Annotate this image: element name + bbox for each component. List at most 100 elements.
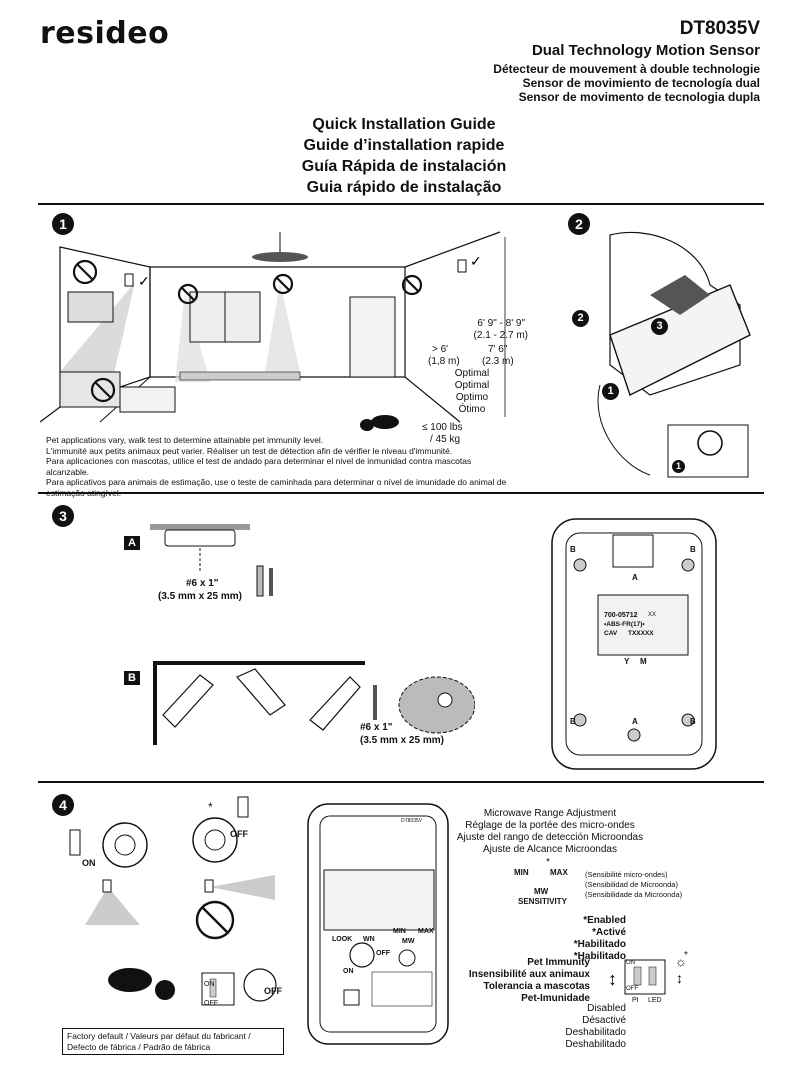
svg-text:✓: ✓ [470, 253, 482, 269]
svg-text:↕: ↕ [608, 969, 617, 989]
screw-a-size: #6 x 1" [186, 578, 219, 589]
board-xx: XX [648, 612, 657, 618]
board-txx: TXXXXX [628, 630, 654, 637]
disabled-es: Deshabilitado [565, 1027, 626, 1038]
section-divider-2 [38, 492, 764, 494]
look-star: * [208, 800, 213, 814]
led-icon: ☼ [675, 954, 687, 969]
pet-switch-illustration [108, 968, 277, 1006]
pet-weight: ≤ 100 lbs [422, 422, 463, 433]
pcb-label-a1: A [632, 573, 638, 582]
step-4-badge: 4 [52, 794, 74, 816]
mw-title-en: Microwave Range Adjustment [483, 808, 617, 819]
board-off-label: OFF [376, 950, 390, 957]
factory-default-line2: Defecto de fábrica / Padrão de fábrica [67, 1041, 211, 1052]
screw-a-mm: (3.5 mm x 25 mm) [158, 591, 242, 602]
pet-notes: Pet applications vary, walk test to dete… [46, 435, 516, 498]
board-material: •ABS-FR(17)• [604, 621, 645, 628]
optimal-pt: Ótimo [458, 404, 486, 415]
screw-b-size: #6 x 1" [360, 722, 393, 733]
pcb-label-a2: A [632, 717, 638, 726]
mw-sens-langs: (Sensibilité micro-ondes) (Sensibilidad … [585, 870, 682, 900]
pcb-label-b3: B [570, 717, 576, 726]
mw-sens-pt: (Sensibilidade da Microonda) [585, 890, 683, 899]
pcb-label-b2: B [690, 545, 696, 554]
corner-mount-illustration [153, 661, 475, 745]
disabled-en: Disabled [587, 1003, 626, 1014]
dip-on-label: ON [626, 960, 635, 966]
pcb-label-b4: B [690, 717, 696, 726]
guide-titles: Quick Installation Guide Guide d’install… [0, 114, 808, 198]
mw-title-pt: Ajuste de Alcance Microondas [483, 844, 617, 855]
pet-immunity-es: Tolerancia a mascotas [483, 981, 590, 992]
brand-logo: resideo [40, 16, 170, 51]
section-divider-1 [38, 203, 764, 205]
model-number: DT8035V [679, 18, 760, 39]
optimal-labels: Optimal Optimal Optimo Ótimo [452, 368, 492, 416]
enabled-labels: *Enabled *Activé *Habilitado *Habilitado [530, 915, 626, 963]
look-off-label: OFF [230, 829, 248, 839]
sensor-board-illustration [307, 803, 449, 1045]
step-2-badge: 2 [568, 213, 590, 235]
pet-off-label: OFF [264, 986, 282, 996]
board-code: 700-05712 [604, 612, 638, 619]
pet-note-en: Pet applications vary, walk test to dete… [46, 435, 324, 445]
height-min: > 6' [432, 344, 449, 355]
guide-title-en: Quick Installation Guide [312, 116, 496, 133]
mount-label-a: A [124, 536, 140, 550]
mount-label-b: B [124, 671, 140, 685]
disabled-pt: Deshabilitado [565, 1039, 626, 1050]
pet-immunity-fr: Insensibilité aux animaux [468, 969, 590, 980]
guide-title-pt: Guia rápido de instalação [306, 179, 502, 196]
mw-title-es: Ajuste del rango de detección Microondas [456, 832, 644, 843]
product-name-en: Dual Technology Motion Sensor [531, 42, 760, 59]
pet-note-es: Para aplicaciones con mascotas, utilice … [46, 456, 472, 477]
cover-removal-illustration [597, 231, 751, 478]
pet-note-pt: Para aplicativos para animais de estimaç… [46, 477, 507, 487]
callout-1b: 1 [672, 460, 685, 473]
mw-sens-fr: (Sensibilité micro-ondes) [585, 870, 668, 879]
look-on-label: ON [82, 858, 96, 868]
pcb-label-b1: B [570, 545, 576, 554]
guide-title-fr: Guide d’installation rapide [303, 137, 505, 154]
flat-mount-illustration [150, 524, 273, 597]
mw-range-title: Microwave Range Adjustment Réglage de la… [440, 808, 660, 856]
look-down-illustration [69, 796, 275, 940]
board-wn-label: WN [363, 936, 375, 943]
optimal-en: Optimal [454, 368, 490, 379]
dip-led-label: LED [648, 997, 662, 1004]
pet-immunity-labels: Pet Immunity Insensibilité aux animaux T… [440, 957, 590, 1005]
mw-sens-es: (Sensibilidad de Microonda) [585, 880, 678, 889]
mw-sens-label2: SENSITIVITY [518, 897, 567, 906]
optimal-fr: Optimal [454, 380, 490, 391]
mw-max-label: MAX [550, 868, 568, 877]
optimal-es: Optimo [455, 392, 489, 403]
height-min-m: (1,8 m) [428, 356, 460, 367]
section-divider-3 [38, 781, 764, 783]
product-name-es: Sensor de movimiento de tecnología dual [522, 76, 760, 90]
height-range: 6' 9" - 8' 9" [477, 318, 525, 329]
enabled-en: *Enabled [583, 915, 626, 926]
step-3-badge: 3 [52, 505, 74, 527]
board-look-label: LOOK [332, 936, 353, 943]
room-illustration: ✓ ✓ [40, 231, 506, 431]
dip-pi-label: PI [632, 997, 639, 1004]
board-mw-label: MW [402, 938, 415, 945]
svg-text:↕: ↕ [676, 970, 683, 986]
board-cav: CAV [604, 630, 618, 637]
board-max-label: MAX [418, 928, 434, 935]
callout-3: 3 [651, 318, 668, 335]
optimal-height-m: (2.3 m) [482, 356, 514, 367]
step-1-badge: 1 [52, 213, 74, 235]
pet-note-fr: L'immunité aux petits animaux peut varie… [46, 445, 453, 456]
callout-2: 2 [572, 310, 589, 327]
guide-title-es: Guía Rápida de instalación [301, 158, 507, 175]
mw-min-label: MIN [514, 868, 529, 877]
pet-weight-kg: / 45 kg [430, 434, 461, 445]
enabled-pt: *Habilitado [573, 951, 626, 962]
pcb-label-y: Y [624, 657, 630, 666]
board-model: DT8035V [401, 818, 423, 824]
sw-off-label: OFF [204, 1000, 218, 1007]
enabled-es: *Habilitado [573, 939, 626, 950]
sw-on-label: ON [204, 981, 215, 988]
